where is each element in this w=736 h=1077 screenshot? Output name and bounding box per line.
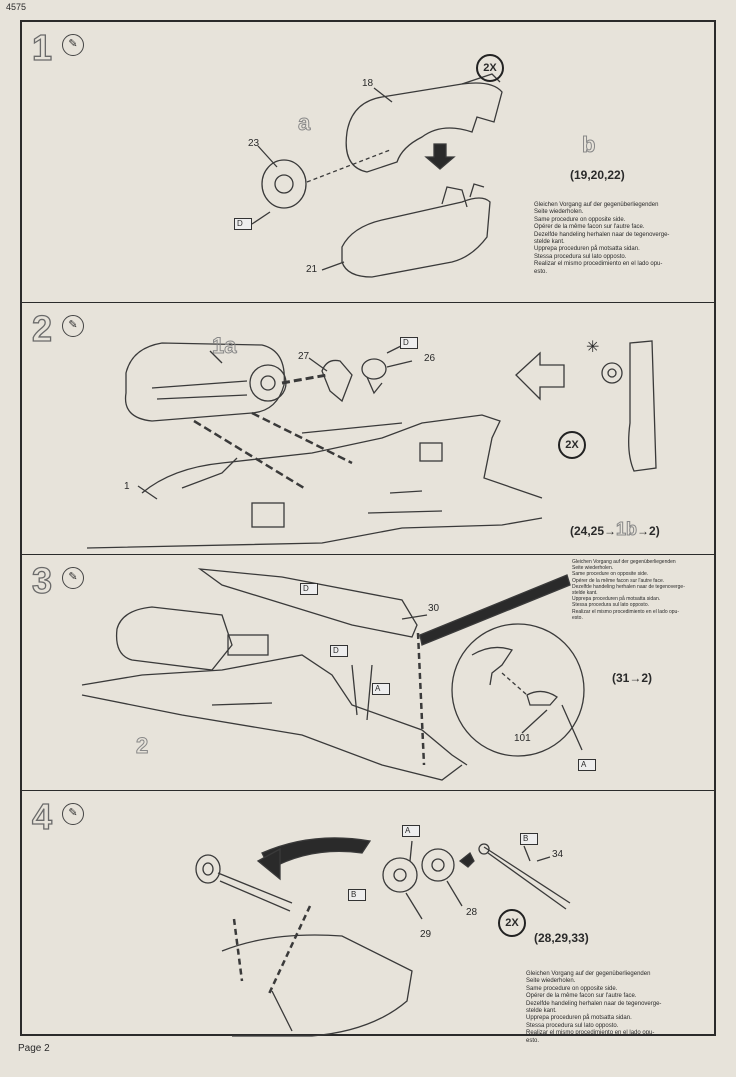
attachment-flag-a: A	[402, 825, 420, 837]
assembly-sequence: (24,25→1b→2)	[570, 519, 660, 540]
parts-list: (19,20,22)	[570, 168, 625, 182]
callout-part-1: 1	[124, 481, 130, 492]
asterisk-icon: ✳	[586, 339, 600, 356]
callout-part-30: 30	[428, 603, 440, 614]
sub-step-1a: 1a	[211, 333, 237, 359]
step-2-panel: 2 ✎	[22, 302, 714, 554]
callout-part-21: 21	[306, 264, 318, 275]
callout-part-2: 2	[135, 733, 149, 759]
attachment-flag-d: D	[400, 337, 418, 349]
parts-list: (28,29,33)	[534, 931, 589, 945]
glue-icon: ✎	[62, 315, 84, 337]
step-4-illustration	[195, 837, 571, 1037]
multilingual-notes: Gleichen Vorgang auf der gegenüberliegen…	[526, 971, 662, 1044]
attachment-flag-a: A	[372, 683, 390, 695]
glue-icon: ✎	[62, 34, 84, 56]
sub-step-a: a	[297, 110, 311, 136]
quantity-badge: 2X	[498, 909, 526, 937]
attachment-flag-a: A	[578, 759, 596, 771]
callout-part-28: 28	[466, 907, 478, 918]
page-number: Page 2	[18, 1043, 50, 1054]
callout-part-26: 26	[424, 353, 436, 364]
attachment-flag-b: B	[520, 833, 538, 845]
attachment-flag-d: D	[330, 645, 348, 657]
step-number: 1	[31, 27, 53, 68]
assembly-sequence: (31→2)	[612, 671, 653, 685]
attachment-flag-d: D	[234, 218, 252, 230]
step-1-panel: 1 ✎ 18 23 21 a b 2X (19,20,22) D Gleiche…	[22, 22, 714, 302]
quantity-badge: 2X	[558, 431, 586, 459]
step-number: 4	[31, 796, 53, 837]
step-number: 2	[31, 308, 53, 349]
step-3-illustration	[81, 568, 585, 781]
glue-icon: ✎	[62, 567, 84, 589]
callout-part-34: 34	[552, 849, 564, 860]
sub-step-b: b	[581, 132, 596, 158]
step-number: 3	[31, 560, 53, 601]
callout-part-23: 23	[248, 138, 260, 149]
step-4-panel: 4 ✎ 34 28 29	[22, 790, 714, 1044]
callout-part-101: 101	[514, 733, 531, 744]
multilingual-notes: Gleichen Vorgang auf der gegenüberliegen…	[534, 202, 670, 275]
callout-part-29: 29	[420, 929, 432, 940]
multilingual-notes: Gleichen Vorgang auf der gegenüberliegen…	[572, 559, 685, 621]
attachment-flag-d: D	[300, 583, 318, 595]
callout-part-18: 18	[362, 78, 374, 89]
attachment-flag-b: B	[348, 889, 366, 901]
instructions-frame: 1 ✎ 18 23 21 a b 2X (19,20,22) D Gleiche…	[20, 20, 716, 1044]
step-2-illustration	[86, 340, 657, 549]
callout-part-27: 27	[298, 351, 310, 362]
step-3-panel: 3 ✎ 30 2 101 (31→2) D D A A	[22, 554, 714, 790]
quantity-badge: 2X	[476, 54, 504, 82]
page-code: 4575	[6, 2, 27, 12]
glue-icon: ✎	[62, 803, 84, 825]
